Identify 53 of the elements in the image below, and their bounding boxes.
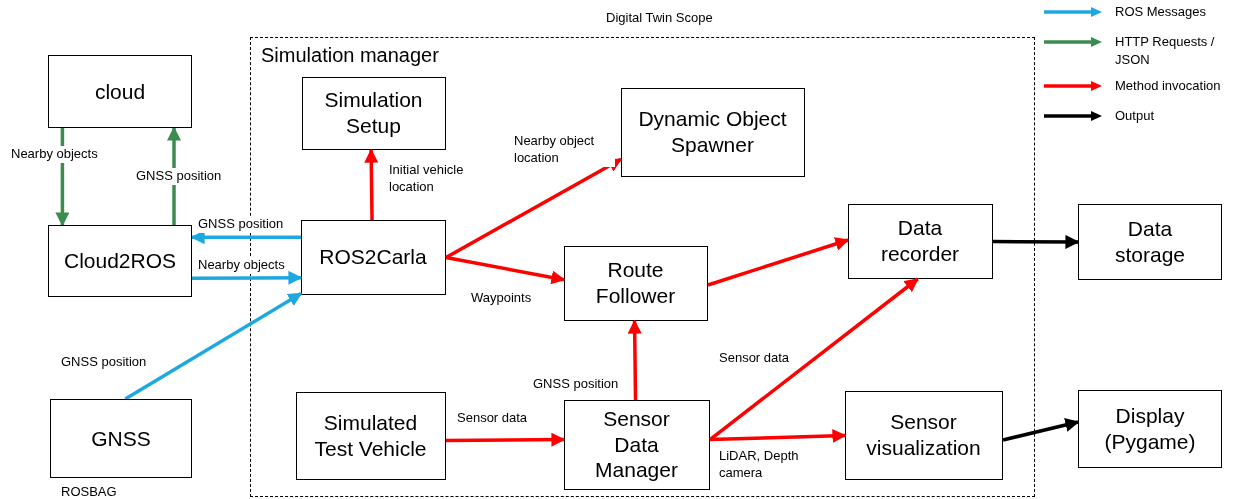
process-box — [295, 391, 446, 480]
arrow — [364, 148, 379, 221]
scope-title: Digital Twin Scope — [606, 10, 713, 25]
process-box — [847, 203, 993, 279]
legend-label: Output — [1115, 107, 1156, 125]
box-caption: ROSBAG — [61, 484, 117, 499]
process-box — [563, 245, 708, 321]
arrow — [446, 432, 566, 447]
arrow — [124, 292, 303, 401]
process-box — [300, 219, 446, 295]
edge-label: GNSS position — [135, 168, 223, 185]
box-label: Display (Pygame) — [1103, 403, 1197, 455]
process-box — [620, 87, 805, 177]
box-label: Sensor visualization — [865, 409, 982, 461]
legend-label: ROS Messages — [1115, 3, 1208, 21]
box-label: Sensor Data Manager — [594, 406, 679, 483]
edge-label: GNSS position — [197, 216, 285, 233]
edge-label: GNSS position — [60, 354, 148, 371]
process-box — [1078, 204, 1222, 280]
process-box — [844, 390, 1003, 480]
arrow — [1002, 418, 1080, 442]
legend-label: Method invocation — [1115, 77, 1222, 95]
box-label: Data storage — [1113, 216, 1186, 268]
process-box — [1078, 390, 1222, 468]
arrow — [709, 428, 847, 443]
box-label: Dynamic Object Spawner — [637, 106, 788, 158]
arrow — [708, 277, 919, 441]
box-label: ROS2Carla — [319, 244, 427, 270]
process-box — [563, 399, 710, 490]
edge-label: Waypoints — [470, 290, 533, 307]
arrow — [993, 234, 1080, 249]
arrow — [627, 319, 642, 401]
edge-label: GNSS position — [532, 376, 620, 393]
arrow — [190, 230, 301, 245]
box-label: Simulation Setup — [323, 87, 424, 139]
box-label: Route Follower — [594, 257, 677, 309]
arrow — [445, 157, 623, 260]
edge-label: Nearby objects — [197, 257, 286, 274]
arrow — [707, 237, 850, 287]
process-box — [48, 55, 192, 128]
process-box — [301, 76, 446, 150]
group-heading: Simulation manager — [261, 44, 439, 67]
legend-label: HTTP Requests / JSON — [1115, 33, 1216, 69]
box-label: Cloud2ROS — [63, 248, 177, 274]
edge-label: Nearby object location — [513, 133, 615, 167]
box-label: Data recorder — [879, 215, 961, 267]
arrow — [192, 270, 303, 285]
box-label: Simulated Test Vehicle — [313, 409, 428, 462]
arrow — [445, 255, 566, 285]
box-label: GNSS — [91, 425, 151, 452]
box-label: cloud — [94, 78, 146, 105]
process-box — [48, 225, 192, 297]
edge-label: Nearby objects — [10, 146, 99, 163]
